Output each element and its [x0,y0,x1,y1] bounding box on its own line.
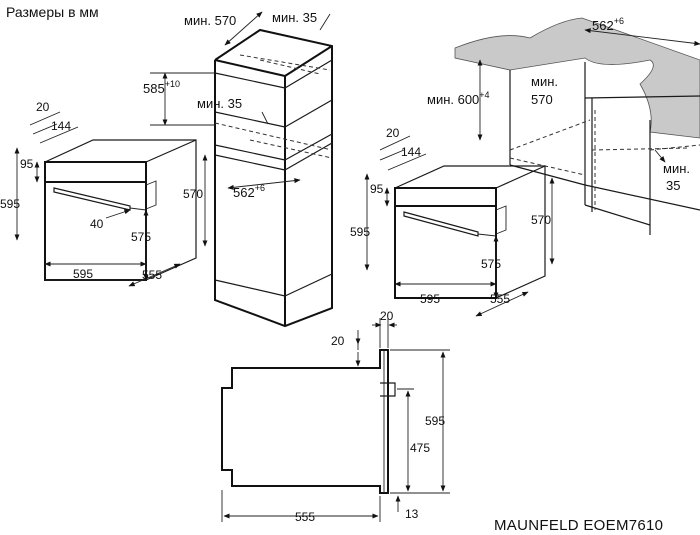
side-view-drawing [221,349,396,494]
dim-undercounter-35: 35 [666,178,680,193]
dim-undercounter-562-tol: +6 [614,16,624,26]
dim-side-20-right: 20 [380,309,394,323]
dim-left-20: 20 [36,100,50,114]
dim-side-475: 475 [410,441,430,455]
dim-right-144: 144 [401,145,421,159]
dim-undercounter-600-tol: +4 [479,90,489,100]
dim-right-555: 555 [490,292,510,306]
dim-right-595-h: 595 [350,225,370,239]
side-view-dimensions: 20 20 595 475 555 13 [221,309,450,524]
dim-side-20-left: 20 [331,334,345,348]
dim-side-13: 13 [405,507,419,521]
oven-left-drawing [44,139,197,281]
column-unit-drawing [214,28,333,328]
oven-right-drawing [394,165,546,299]
dim-left-570: 570 [183,187,203,201]
dim-right-595-w: 595 [420,292,440,306]
dim-undercounter-562: 562 [592,18,614,33]
dim-undercounter-min-35-label: мин. [663,161,690,176]
column-unit-dimensions: мин. 570 мин. 35 585+10 мин. 35 562+6 [143,10,331,200]
under-counter-dimensions: 562+6 мин. 570 мин. 600+4 мин. 35 [427,16,700,193]
dim-undercounter-min-label: мин. [531,74,558,89]
dim-left-95: 95 [20,157,34,171]
units-caption: Размеры в мм [6,4,99,20]
dim-side-555: 555 [295,510,315,524]
oven-right-dimensions: 20 144 95 595 570 575 595 555 [350,126,555,317]
dim-right-575: 575 [481,257,501,271]
svg-text:585+10: 585+10 [143,79,180,96]
svg-text:562+6: 562+6 [233,183,265,200]
dim-column-min-570: мин. 570 [184,13,236,28]
dim-left-595-h: 595 [0,197,20,211]
svg-text:562+6: 562+6 [592,16,624,33]
dim-left-144: 144 [51,119,71,133]
dim-side-595: 595 [425,414,445,428]
dim-right-570: 570 [531,213,551,227]
dim-column-562: 562 [233,185,255,200]
dim-right-95: 95 [370,182,384,196]
dim-left-595-w: 595 [73,267,93,281]
dim-column-585: 585 [143,81,165,96]
dim-right-20: 20 [386,126,400,140]
dim-left-575: 575 [131,230,151,244]
dim-left-555: 555 [142,268,162,282]
model-name: MAUNFELD EOEM7610 [494,517,663,534]
dim-column-562-tol: +6 [255,183,265,193]
svg-text:мин. 600+4: мин. 600+4 [427,90,490,107]
dim-column-585-tol: +10 [165,79,180,89]
dim-column-min-35-shelf: мин. 35 [197,96,242,111]
under-counter-drawing [454,17,700,235]
dim-left-40: 40 [90,217,104,231]
dim-undercounter-570: 570 [531,92,553,107]
oven-left-dimensions: 20 144 95 595 570 40 575 595 555 [0,100,208,287]
dim-column-min-35-top: мин. 35 [272,10,317,25]
dim-undercounter-min-600: мин. 600 [427,92,479,107]
